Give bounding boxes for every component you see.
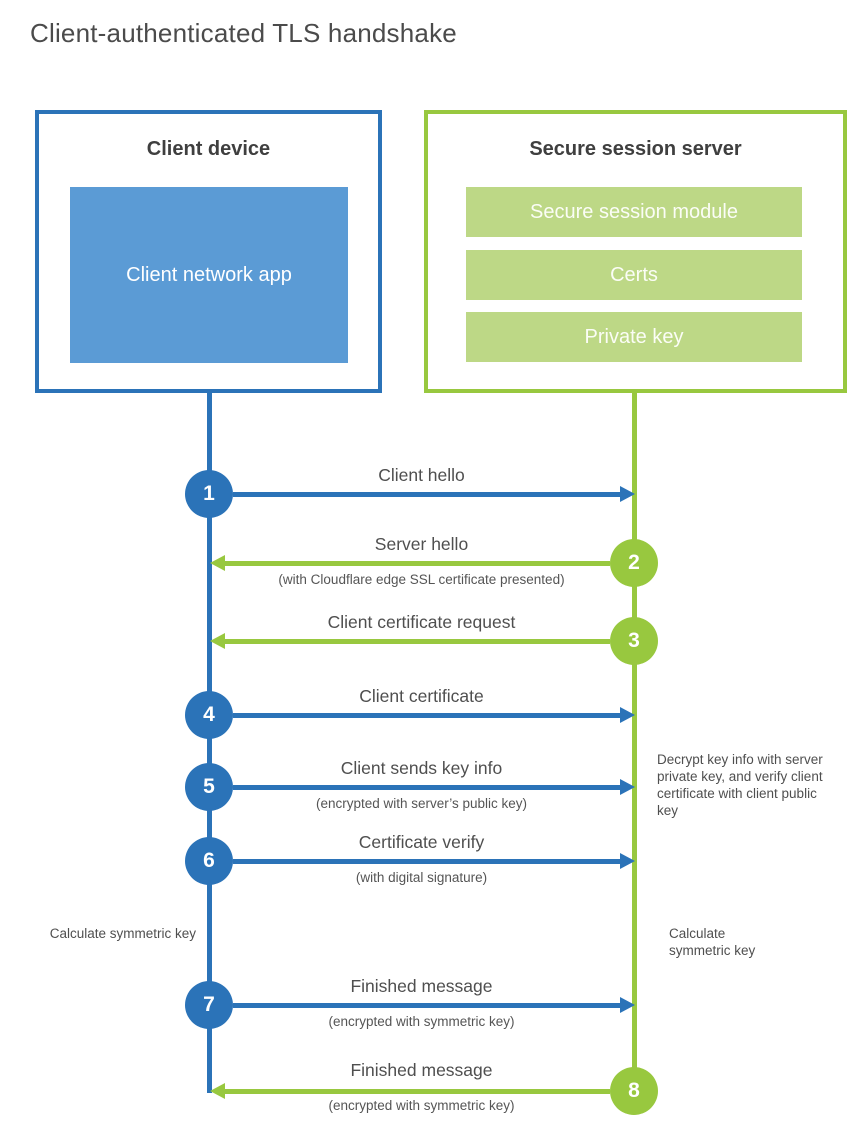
client-lifeline — [207, 393, 212, 1093]
step-3-arrow-line — [225, 639, 610, 644]
step-5-label: Client sends key info — [340, 758, 503, 778]
step-1-badge: 1 — [185, 470, 233, 518]
certs-label: Certs — [610, 263, 658, 286]
arrow-head-right-icon — [620, 997, 635, 1013]
step-1-number: 1 — [203, 482, 215, 505]
client-network-app-label: Client network app — [126, 264, 292, 286]
step-8-sublabel: (encrypted with symmetric key) — [328, 1098, 515, 1113]
server-lifeline — [632, 393, 637, 1092]
step-7-number: 7 — [203, 993, 215, 1016]
arrow-head-right-icon — [620, 486, 635, 502]
step-7-label: Finished message — [350, 976, 493, 996]
step-7-sublabel: (encrypted with symmetric key) — [328, 1014, 515, 1029]
server-module-bar: Private key — [466, 312, 802, 362]
client-network-app-box: Client network app — [70, 187, 348, 363]
step-3-label: Client certificate request — [327, 612, 516, 632]
step-2-number: 2 — [628, 551, 640, 574]
arrow-head-left-icon — [210, 633, 225, 649]
step-5-number: 5 — [203, 775, 215, 798]
step-6-label: Certificate verify — [358, 832, 485, 852]
step-3-number: 3 — [628, 629, 640, 652]
step-5-badge: 5 — [185, 763, 233, 811]
calculate-symmetric-key-right: Calculate symmetric key — [669, 926, 756, 958]
arrow-head-right-icon — [620, 853, 635, 869]
step-8-badge: 8 — [610, 1067, 658, 1115]
step-2-label: Server hello — [374, 534, 469, 554]
step-4-label: Client certificate — [359, 686, 484, 706]
step-6-sublabel: (with digital signature) — [355, 870, 488, 885]
step-6-badge: 6 — [185, 837, 233, 885]
step-5-sublabel: (encrypted with server’s public key) — [315, 796, 528, 811]
client-device-title: Client device — [146, 138, 271, 160]
page-title: Client-authenticated TLS handshake — [30, 18, 457, 48]
step-8-arrow-line — [225, 1089, 610, 1094]
arrow-head-left-icon — [210, 555, 225, 571]
calculate-symmetric-key-left: Calculate symmetric key — [49, 926, 196, 941]
step-2-badge: 2 — [610, 539, 658, 587]
step-7-badge: 7 — [185, 981, 233, 1029]
step-1-label: Client hello — [378, 465, 465, 485]
step-6-number: 6 — [203, 849, 215, 872]
step-8-number: 8 — [628, 1079, 640, 1102]
step-7-arrow-line — [233, 1003, 621, 1008]
step-5-arrow-line — [233, 785, 621, 790]
server-module-bar: Certs — [466, 250, 802, 300]
arrow-head-right-icon — [620, 779, 635, 795]
secure-session-module-label: Secure session module — [530, 200, 738, 223]
step-4-badge: 4 — [185, 691, 233, 739]
client-device-box: Client device Client network app — [35, 110, 382, 393]
secure-session-server-box: Secure session server Secure session mod… — [424, 110, 847, 393]
step-3-badge: 3 — [610, 617, 658, 665]
server-module-bar: Secure session module — [466, 187, 802, 237]
arrow-head-left-icon — [210, 1083, 225, 1099]
step-2-arrow-line — [225, 561, 610, 566]
secure-session-server-title: Secure session server — [529, 138, 742, 160]
step-6-arrow-line — [233, 859, 621, 864]
step-1-arrow-line — [233, 492, 621, 497]
arrow-head-right-icon — [620, 707, 635, 723]
step-4-arrow-line — [233, 713, 621, 718]
step-8-label: Finished message — [350, 1060, 493, 1080]
step-4-number: 4 — [203, 703, 215, 726]
private-key-label: Private key — [584, 325, 684, 348]
step-2-sublabel: (with Cloudflare edge SSL certificate pr… — [278, 572, 565, 587]
decrypt-note: Decrypt key info with server private key… — [657, 752, 823, 818]
